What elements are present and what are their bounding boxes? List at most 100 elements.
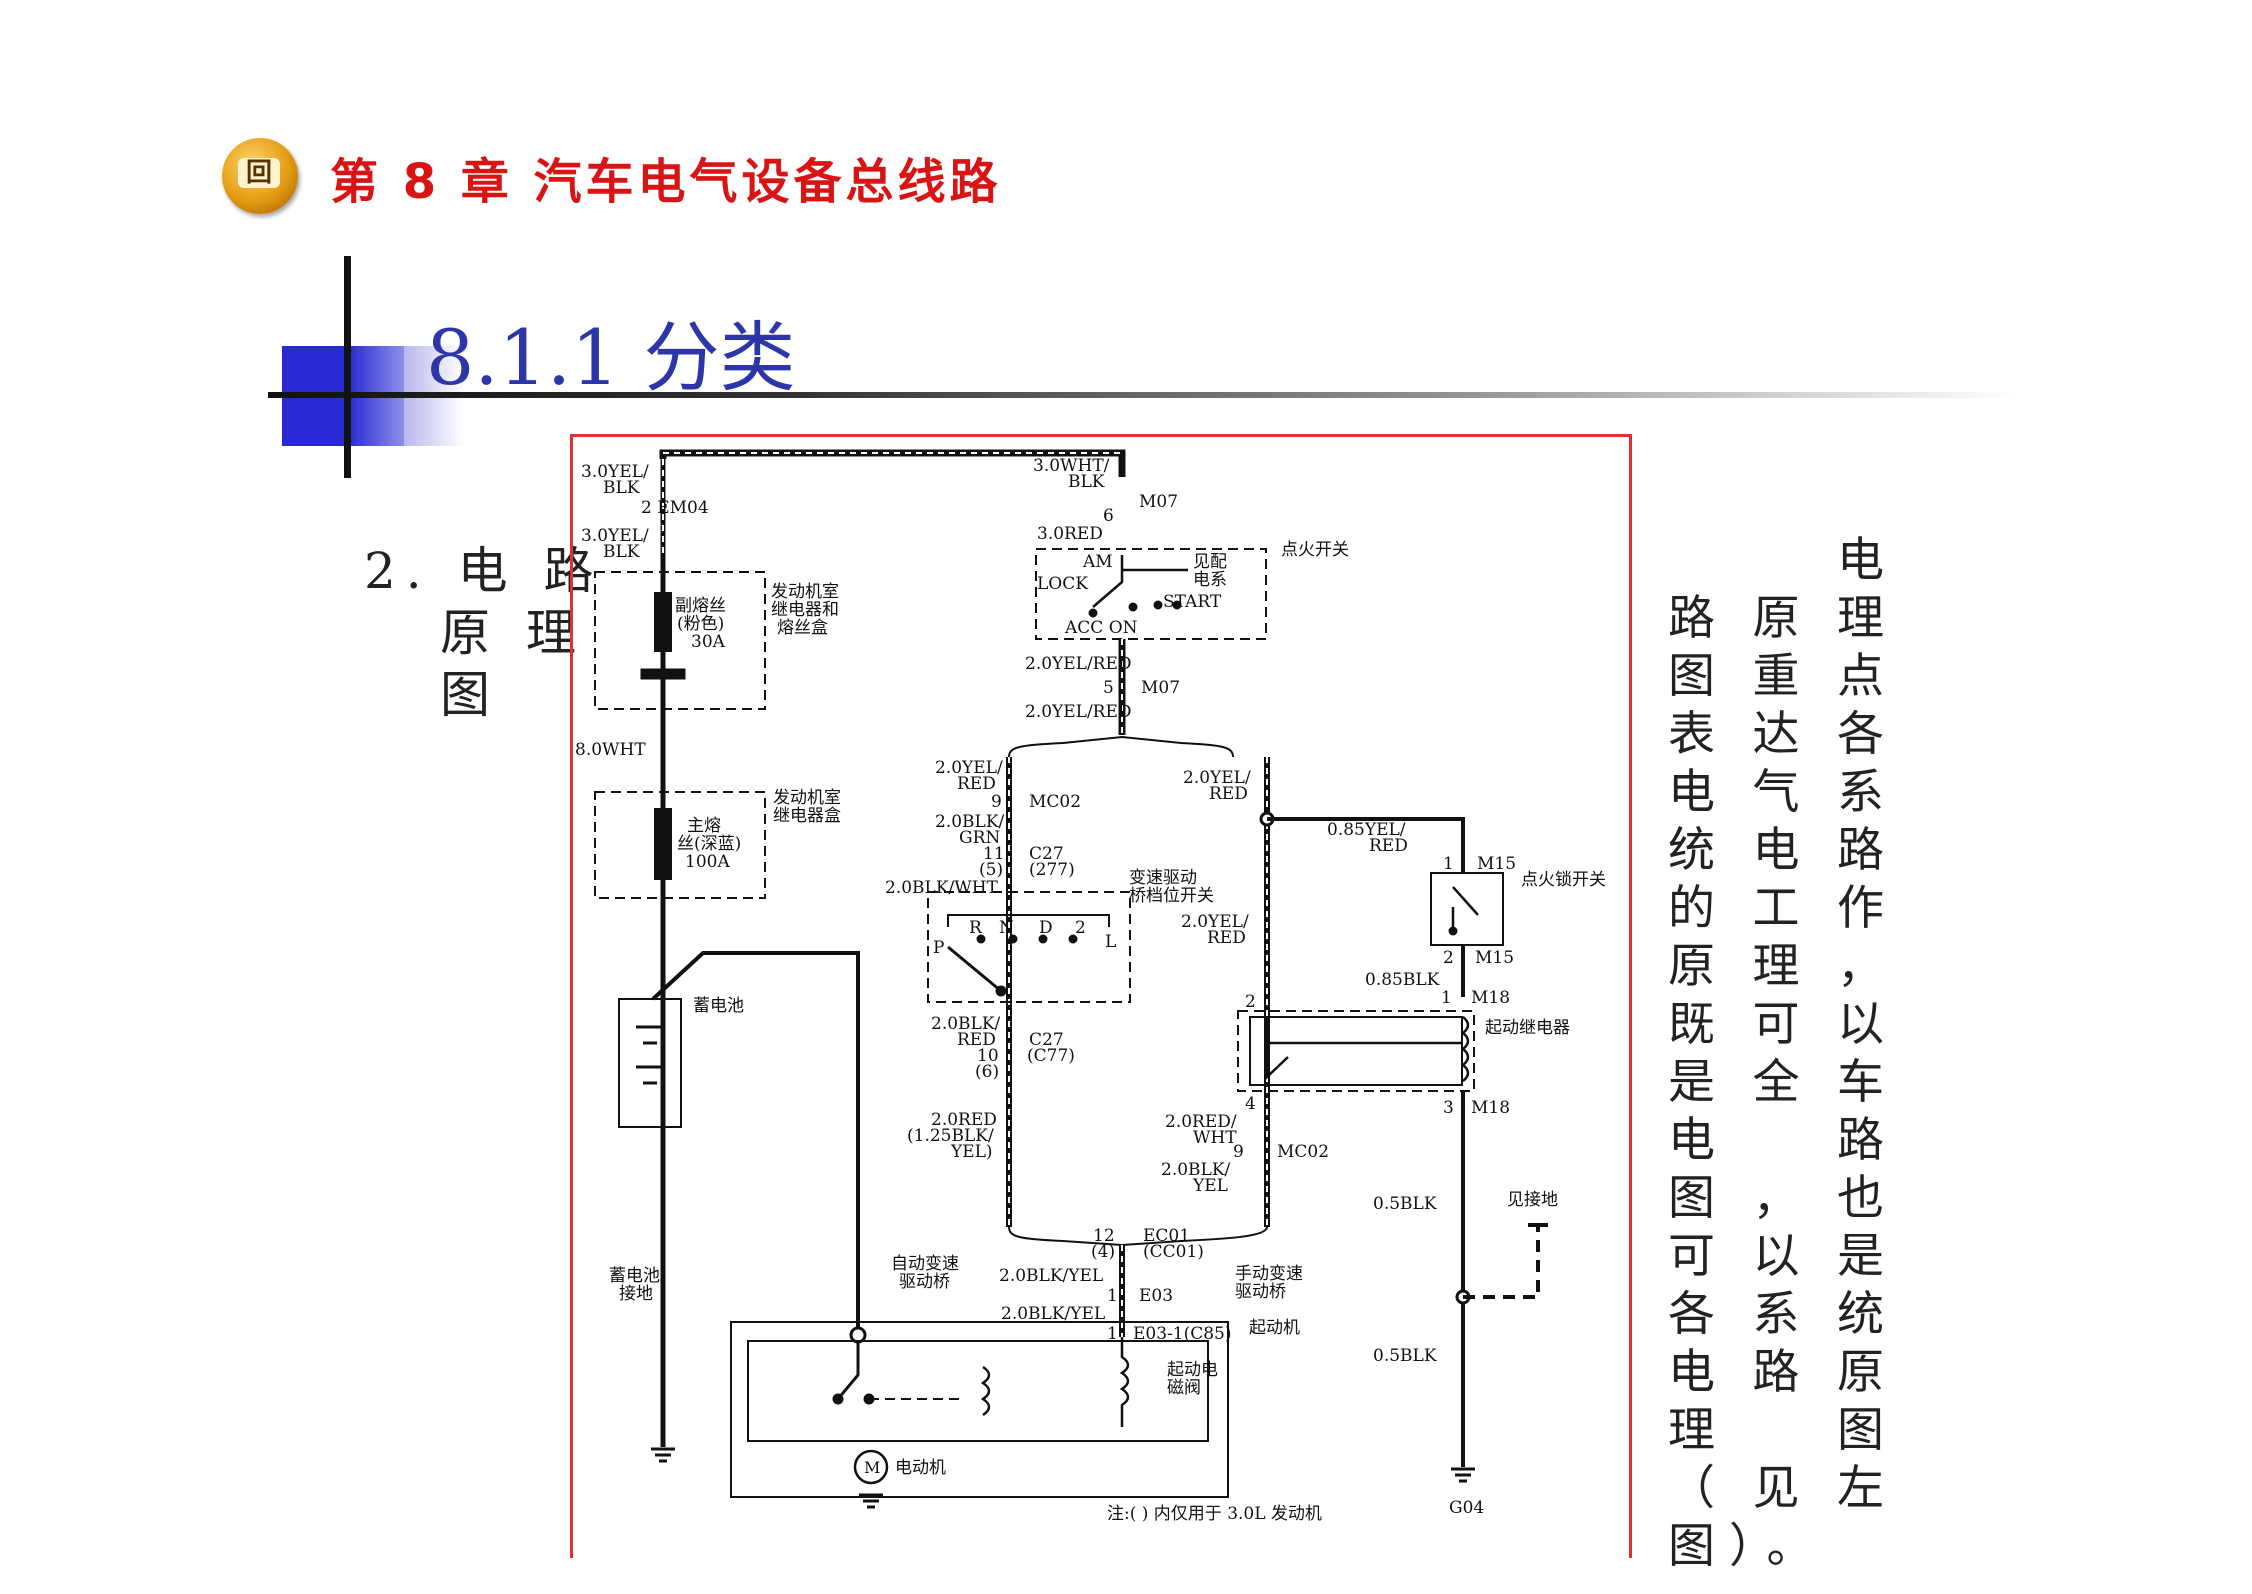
- connector-label: M18: [1471, 988, 1510, 1008]
- wire-label: 3.0WHT/: [1033, 456, 1110, 476]
- wire-label: GRN: [959, 828, 1000, 848]
- wire-label: 2.0YEL/RED: [1025, 702, 1132, 722]
- component-label: 起动机: [1249, 1318, 1300, 1338]
- connector-pin: 9: [991, 792, 1002, 812]
- connector-pin: 10: [977, 1046, 999, 1066]
- component-label: 发动机室: [771, 582, 839, 602]
- wire-label: 3.0RED: [1037, 524, 1103, 544]
- wire-label: 2.0YEL/: [935, 758, 1003, 778]
- wire-label: 8.0WHT: [575, 740, 646, 760]
- wire-label: RED: [957, 1030, 996, 1050]
- title-decoration-vertical: [344, 256, 351, 478]
- connector-label: C27: [1029, 1030, 1064, 1050]
- component-label: 100A: [685, 852, 730, 872]
- component-label: 驱动桥: [899, 1272, 950, 1292]
- component-label: 副熔丝: [675, 596, 726, 616]
- connector-label: M07: [1141, 678, 1180, 698]
- component-label: 见接地: [1507, 1190, 1558, 1210]
- splice-brace: [1008, 735, 1234, 758]
- wire-label: BLK: [603, 478, 640, 498]
- wire-label: YEL: [1192, 1176, 1228, 1196]
- component-label: 继电器和: [771, 600, 839, 620]
- relay-coil: [1461, 1016, 1470, 1082]
- component-label: 丝(深蓝): [677, 834, 741, 854]
- wire-label: RED: [1209, 784, 1248, 804]
- starter-inner: [747, 1340, 1209, 1442]
- component-label: 蓄电池: [693, 996, 744, 1016]
- component-label: 熔丝盒: [777, 618, 828, 638]
- connector-pin: 9: [1233, 1142, 1244, 1162]
- description-text: 电路原理图重点表达各电气系统电路的工作原理，既可以是全车电路图，也可以是各系统电…: [1668, 532, 1898, 1576]
- switch-position: ACC ON: [1064, 618, 1138, 638]
- component-label: 见配: [1193, 552, 1227, 572]
- splice-brace-bottom: [1008, 1226, 1268, 1247]
- component-label: (粉色): [677, 614, 724, 634]
- switch-position: AM: [1082, 552, 1113, 572]
- gear-position: P: [933, 938, 944, 958]
- description-indent: [1668, 533, 1837, 588]
- wire-label: 2.0BLK/WHT: [885, 878, 999, 898]
- title-underline: [268, 392, 2018, 398]
- description-body: 电路原理图重点表达各电气系统电路的工作原理，既可以是全车电路图，也可以是各系统电…: [1668, 533, 1898, 1574]
- gear-position: R: [969, 918, 983, 938]
- wire-label: 2.0BLK/: [931, 1014, 1001, 1034]
- connector-pin: (5): [979, 860, 1003, 880]
- battery: [618, 998, 682, 1128]
- connector-label: C27: [1029, 844, 1064, 864]
- component-label: 继电器盒: [773, 806, 841, 826]
- component-label: 主熔: [687, 816, 721, 836]
- wire-label: 0.85YEL/: [1327, 820, 1406, 840]
- component-label: 磁阀: [1167, 1378, 1201, 1398]
- wire-label: WHT: [1193, 1128, 1237, 1148]
- component-label: 蓄电池: [609, 1266, 660, 1286]
- connector-pin: 2: [1443, 948, 1454, 968]
- wire-label: 2.0YEL/: [1183, 768, 1251, 788]
- component-label: 接地: [619, 1284, 653, 1304]
- component-label: 手动变速: [1235, 1264, 1303, 1284]
- connector-label: M18: [1471, 1098, 1510, 1118]
- connector-pin: 1: [1441, 988, 1452, 1008]
- wire-label: 2.0BLK/YEL: [999, 1266, 1103, 1286]
- connector-pin: 5: [1103, 678, 1114, 698]
- motor-symbol: [853, 1449, 889, 1485]
- connector-label: E03-1(C85): [1133, 1324, 1232, 1344]
- wire-label: BLK: [603, 542, 640, 562]
- connector-pin: 6: [1103, 506, 1114, 526]
- connector-pin: 12: [1093, 1226, 1115, 1246]
- wire-label: 2.0YEL/RED: [1025, 654, 1132, 674]
- connector-label: M07: [1139, 492, 1178, 512]
- connector-pin: 3: [1443, 1098, 1454, 1118]
- gear-position: N: [999, 918, 1014, 938]
- gear-switch-arm: [947, 945, 1002, 993]
- fuse-clip: [640, 668, 686, 680]
- wire-label: RED: [957, 774, 996, 794]
- wire-label: 0.5BLK: [1373, 1194, 1437, 1214]
- battery-ground-symbol: [651, 1447, 675, 1463]
- circuit-diagram: 3.0YEL/ BLK 2 EM04 3.0YEL/ BLK 3.0WHT/ B…: [575, 449, 1606, 1524]
- wire-label: RED: [1369, 836, 1408, 856]
- connector-label: (CC01): [1143, 1242, 1204, 1262]
- ignition-lock-switch: [1430, 872, 1504, 946]
- gear-switch-box: [927, 891, 1131, 1003]
- connector-label: E03: [1139, 1286, 1173, 1306]
- wire-label: 2.0BLK/: [1161, 1160, 1231, 1180]
- sub-fuse-box: [594, 571, 766, 710]
- component-label: 点火开关: [1281, 540, 1349, 560]
- main-fuse-box: [594, 791, 766, 899]
- wire-label: 3.0YEL/: [581, 526, 649, 546]
- connector-label: (277): [1029, 860, 1075, 880]
- gear-position: D: [1039, 918, 1053, 938]
- switch-position: LOCK: [1037, 574, 1088, 594]
- wire-label: 3.0YEL/: [581, 462, 649, 482]
- ignition-switch-box: [1035, 548, 1267, 640]
- chapter-icon: 回: [222, 138, 298, 214]
- connector-pin: 4: [1245, 1094, 1256, 1114]
- connector-label: M15: [1475, 948, 1514, 968]
- connector-label: EC01: [1143, 1226, 1190, 1246]
- wire-label: 0.85BLK: [1365, 970, 1440, 990]
- connector-pin: 2: [1245, 992, 1256, 1012]
- connector-pin: 1: [1443, 854, 1454, 874]
- diagram-frame: [570, 434, 1632, 1558]
- component-label: 点火锁开关: [1521, 870, 1606, 890]
- wire-label: BLK: [1068, 472, 1105, 492]
